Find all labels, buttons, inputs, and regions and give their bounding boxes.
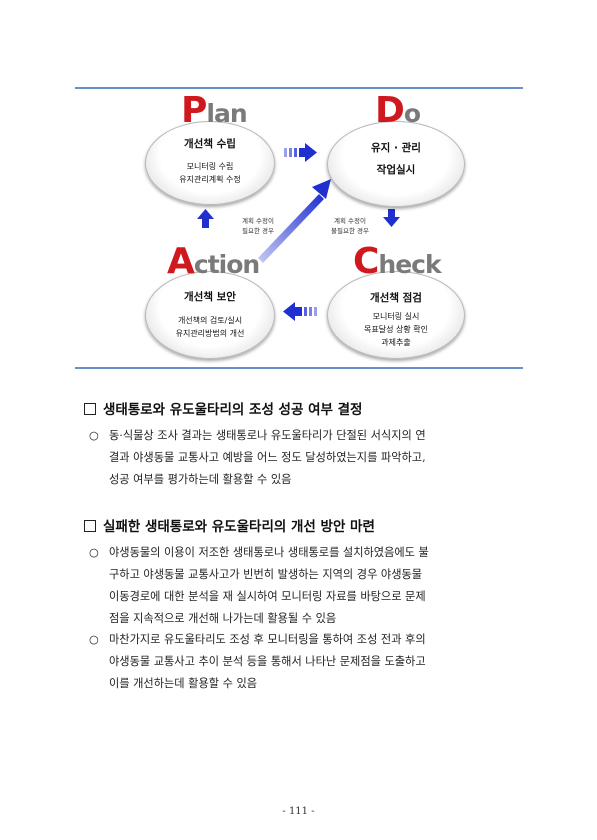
circle-bullet-icon: ○	[89, 633, 99, 646]
section2-item-2: ○ 마찬가지로 유도울타리도 조성 후 모니터링을 통하여 조성 전과 후의 야…	[89, 629, 525, 695]
action-label: Action	[167, 241, 260, 282]
paragraph-line: 성공 여부를 평가하는데 활용할 수 있음	[109, 473, 292, 486]
plan-title: 개선책 수립	[184, 138, 236, 150]
section1-heading: 생태통로와 유도울타리의 조성 성공 여부 결정	[84, 398, 362, 418]
action-sub-1: 개선책의 검토/실시	[177, 316, 243, 325]
section1-item-1: ○ 동·식물상 조사 결과는 생태통로나 유도울타리가 단절된 서식지의 연 결…	[89, 425, 525, 491]
check-label: Check	[353, 241, 442, 282]
circle-bullet-icon: ○	[89, 546, 99, 559]
check-sub-3: 과제추출	[381, 338, 411, 347]
do-label: Do	[375, 90, 421, 131]
action-ellipse: 개선책 보안 개선책의 검토/실시 유지관리방법의 개선	[145, 271, 275, 359]
section2-heading: 실패한 생태통로와 유도울타리의 개선 방안 마련	[84, 515, 375, 535]
do-title: 유지 · 관리	[371, 142, 421, 154]
arrow-down-icon	[383, 209, 400, 227]
paragraph-line: 동·식물상 조사 결과는 생태통로나 유도울타리가 단절된 서식지의 연	[109, 429, 426, 442]
plan-sub-2: 유지관리계획 수정	[179, 175, 241, 184]
note-revision-needed: 계획 수정이 필요한 경우	[242, 217, 274, 235]
check-sub-1: 모니터링 실시	[372, 312, 420, 321]
paragraph-line: 점을 지속적으로 개선해 나가는데 활용될 수 있음	[109, 612, 337, 625]
bottom-rule	[75, 367, 523, 369]
arrow-left-icon	[283, 302, 317, 321]
paragraph-line: 구하고 야생동물 교통사고가 빈번히 발생하는 지역의 경우 야생동물	[109, 568, 423, 581]
check-ellipse: 개선책 점검 모니터링 실시 목표달성 상황 확인 과제추출	[327, 271, 465, 359]
do-ellipse: 유지 · 관리 작업실시	[327, 121, 465, 207]
paragraph-line: 야생동물 교통사고 추이 분석 등을 통해서 나타난 문제점을 도출하고	[109, 655, 426, 668]
plan-ellipse: 개선책 수립 모니터링 수립 유지관리계획 수정	[145, 121, 275, 205]
do-title-2: 작업실시	[376, 164, 416, 176]
section2-item-1: ○ 야생동물의 이용이 저조한 생태통로나 생태통로를 설치하였음에도 불 구하…	[89, 542, 525, 630]
paragraph-line: 마찬가지로 유도울타리도 조성 후 모니터링을 통하여 조성 전과 후의	[109, 633, 426, 646]
note-revision-unneeded: 계획 수정이 불필요한 경우	[331, 217, 369, 235]
page-number: - 111 -	[282, 806, 315, 817]
pdca-diagram: 개선책 수립 모니터링 수립 유지관리계획 수정 Plan 유지 · 관리 작업…	[75, 88, 523, 367]
plan-label: Plan	[181, 90, 248, 131]
action-title: 개선책 보안	[184, 291, 236, 303]
arrow-up-icon	[197, 209, 214, 228]
checkbox-square-icon	[84, 403, 96, 415]
plan-sub-1: 모니터링 수립	[186, 162, 234, 171]
check-sub-2: 목표달성 상황 확인	[364, 325, 428, 334]
check-title: 개선책 점검	[370, 292, 422, 304]
circle-bullet-icon: ○	[89, 429, 99, 442]
paragraph-line: 야생동물의 이용이 저조한 생태통로나 생태통로를 설치하였음에도 불	[109, 546, 429, 559]
arrows-layer	[197, 143, 400, 321]
paragraph-line: 이를 개선하는데 활용할 수 있음	[109, 677, 258, 690]
paragraph-line: 이동경로에 대한 분석을 재 실시하여 모니터링 자료를 바탕으로 문제	[109, 590, 426, 603]
checkbox-square-icon	[84, 520, 96, 532]
paragraph-line: 결과 야생동물 교통사고 예방을 어느 정도 달성하였는지를 파악하고,	[109, 451, 426, 464]
top-rule	[75, 87, 523, 89]
action-sub-2: 유지관리방법의 개선	[175, 329, 245, 338]
arrow-diagonal-icon	[258, 179, 331, 263]
arrow-right-icon	[284, 143, 317, 162]
